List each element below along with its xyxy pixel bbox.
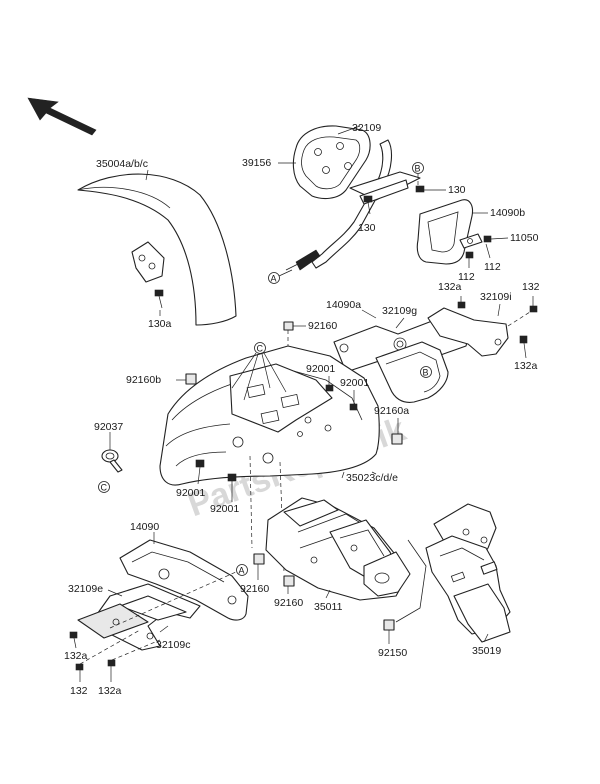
bolt-92001-b-icon [349, 403, 358, 411]
bolt-132a-top-icon [457, 301, 466, 309]
backrest-pad-part[interactable] [292, 125, 371, 200]
callout-b-icon: B [412, 162, 424, 174]
label-14090b: 14090b [490, 207, 525, 219]
front-fender-part[interactable] [77, 173, 237, 326]
bolt-132-top-icon [529, 296, 538, 313]
label-132a-bl: 132a [64, 650, 88, 662]
license-plate-bracket-35019-part[interactable] [425, 503, 511, 643]
label-132a-top: 132a [438, 281, 462, 293]
label-92001-d: 92001 [210, 503, 239, 515]
label-92160-br: 92160 [274, 597, 303, 609]
label-35011: 35011 [314, 601, 343, 613]
label-32109c: 32109c [156, 639, 190, 651]
label-32109: 32109 [352, 122, 381, 134]
rear-fender-35023-part[interactable] [159, 345, 380, 486]
screw-112-a-icon [483, 235, 492, 243]
bolt-92001-c-icon [195, 459, 205, 468]
label-39156: 39156 [242, 157, 271, 169]
left-cover-14090-part[interactable] [119, 539, 249, 621]
label-92150: 92150 [378, 647, 407, 659]
label-92001-c: 92001 [176, 487, 205, 499]
svg-text:A: A [271, 274, 277, 284]
license-mount-32109i-part[interactable] [427, 307, 509, 357]
clip-11050-part[interactable] [459, 233, 483, 249]
bolt-130-mid-icon [363, 195, 373, 215]
label-32109i: 32109i [480, 291, 512, 303]
label-130-top: 130 [448, 184, 466, 196]
sissy-bar-frame-part[interactable] [285, 139, 421, 271]
bolt-92001-a-icon [325, 384, 334, 392]
nut-92160-br-icon [283, 575, 295, 587]
label-132-top: 132 [522, 281, 540, 293]
nut-92160b-icon [185, 373, 197, 385]
screw-112-b-icon [465, 251, 474, 268]
bolt-92001-d-icon [227, 473, 237, 482]
nut-92160-top-icon [283, 321, 294, 346]
callout-a-lower-icon: A [236, 564, 248, 576]
bolt-130a-icon [154, 289, 164, 309]
clamp-92037-part[interactable] [101, 449, 123, 473]
label-92160a: 92160a [374, 405, 409, 417]
label-92037: 92037 [94, 421, 123, 433]
bolt-132a-bl-icon [69, 631, 78, 639]
label-35019: 35019 [472, 645, 501, 657]
label-92160b: 92160b [126, 374, 161, 386]
svg-text:A: A [239, 566, 245, 576]
label-14090a: 14090a [326, 299, 361, 311]
callout-b-bracket-icon: B [420, 366, 432, 378]
label-92001-b: 92001 [340, 377, 369, 389]
label-132-bl: 132 [70, 685, 88, 697]
nut-132a-right-icon [519, 335, 528, 359]
right-cover-14090a-part[interactable] [375, 341, 449, 403]
side-plate-14090b-part[interactable] [416, 199, 474, 265]
label-32109g: 32109g [382, 305, 417, 317]
grommet-92150-icon [383, 619, 395, 631]
callout-a-icon: A [268, 269, 293, 284]
svg-text:B: B [415, 164, 421, 174]
label-92160-bl: 92160 [240, 583, 269, 595]
label-130a: 130a [148, 318, 172, 330]
label-11050: 11050 [510, 232, 539, 244]
label-112-b: 112 [484, 261, 501, 273]
nut-92160a-icon [391, 433, 403, 445]
nut-92160-bl-icon [253, 553, 265, 565]
label-132a-bot: 132a [98, 685, 122, 697]
label-92001-a: 92001 [306, 363, 335, 375]
label-130-mid: 130 [358, 222, 376, 234]
label-14090: 14090 [130, 521, 159, 533]
front-direction-arrow-icon [27, 97, 97, 136]
left-bracket-32109e-part[interactable] [77, 583, 201, 651]
label-35023cde: 35023c/d/e [346, 472, 398, 484]
rear-fender-inner-35011-part[interactable] [265, 497, 411, 601]
callout-c-clamp-icon: C [98, 481, 110, 493]
svg-text:C: C [101, 483, 108, 493]
bolt-130-top-icon [415, 185, 425, 193]
label-112-a: 112 [458, 271, 475, 283]
label-132a-right: 132a [514, 360, 538, 372]
svg-text:C: C [257, 344, 264, 354]
bolt-132a-bot-icon [107, 659, 116, 667]
bolt-132-bl-icon [75, 663, 84, 671]
label-35004abc: 35004a/b/c [96, 158, 148, 170]
label-32109e: 32109e [68, 583, 103, 595]
label-92160-top: 92160 [308, 320, 337, 332]
svg-text:B: B [423, 368, 429, 378]
callout-c-top-icon: C [231, 342, 287, 401]
